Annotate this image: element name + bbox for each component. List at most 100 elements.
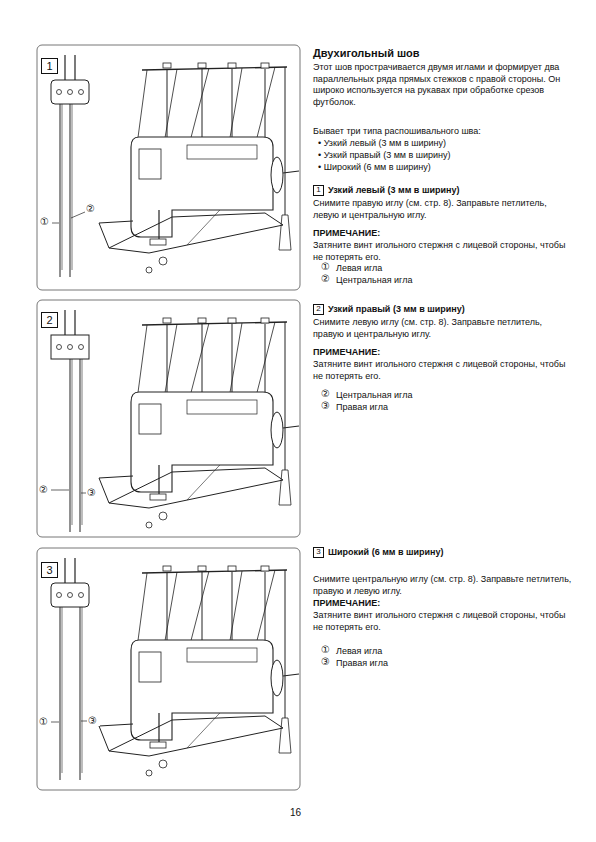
part-name: Правая игла [336, 402, 536, 414]
body-text: Бывает три типа распошивального шва: [313, 126, 575, 138]
part-name: Правая игла [336, 658, 536, 670]
line [64, 310, 65, 335]
callout-number: ① [40, 217, 52, 227]
line [158, 713, 159, 744]
line [70, 104, 71, 277]
front-cover [139, 652, 161, 682]
callout-number: ① [321, 645, 335, 655]
machine-figure [37, 300, 300, 537]
part-name: Центральная игла [336, 390, 536, 402]
thread-guide [163, 63, 171, 68]
line [74, 55, 75, 80]
section-heading: Узкий левый (3 мм в ширину) [328, 185, 568, 197]
panel-frame [37, 45, 300, 290]
line [265, 572, 266, 640]
line [80, 359, 81, 532]
page-title: Двухигольный шов [313, 46, 573, 60]
box-number: 2 [46, 314, 52, 326]
thread-guide [228, 566, 236, 571]
thread-cone [279, 215, 291, 250]
number-box: 1 [41, 58, 58, 74]
line [202, 572, 203, 640]
line [137, 325, 147, 400]
line [51, 722, 59, 723]
callout-number: ① [39, 717, 51, 727]
looper [146, 770, 152, 776]
machine-body [131, 137, 273, 237]
line [74, 310, 75, 335]
front-cover [139, 149, 161, 179]
line [52, 223, 59, 224]
needle-clamp [51, 335, 89, 359]
box-number: 1 [46, 60, 52, 72]
section-heading: Широкий (6 мм в ширину) [328, 547, 568, 559]
number-box: 2 [41, 312, 58, 328]
line [81, 493, 86, 494]
line [62, 104, 63, 270]
note-text: Затяните винт игольного стержня с лицево… [313, 610, 575, 633]
line [99, 478, 109, 503]
tension-panel [187, 145, 257, 159]
body-text: Снимите правую иглу (см. стр. 8). Заправ… [313, 198, 575, 221]
callout-number: ② [39, 485, 51, 495]
note-heading: ПРИМЕЧАНИЕ: [313, 598, 575, 610]
number-box: 2 [313, 304, 324, 315]
line [283, 674, 299, 676]
thread-cone [279, 718, 291, 753]
machine-bed [99, 213, 283, 253]
part-name: Левая игла [336, 646, 536, 658]
section-heading: Узкий правый (3 мм в ширину) [328, 304, 568, 316]
number-box: 3 [41, 562, 58, 578]
note-text: Затяните винт игольного стержня с лицево… [313, 240, 575, 263]
line [62, 607, 63, 773]
front-cover [139, 404, 161, 434]
line [72, 359, 73, 525]
box-number: 3 [46, 564, 52, 576]
tension-panel [187, 400, 257, 414]
box-number: 3 [316, 547, 320, 556]
thread-guide [163, 318, 171, 323]
clamp-screw [79, 90, 84, 95]
tension-panel [187, 648, 257, 662]
thread-guide [261, 63, 269, 68]
line [64, 558, 65, 583]
list-item: • Узкий левый (3 мм в ширину) [318, 138, 568, 150]
line [72, 104, 73, 270]
callout-number: ③ [87, 488, 99, 498]
clamp-screw [57, 90, 62, 95]
line [82, 607, 83, 773]
clamp-screw [57, 345, 62, 350]
machine-figure [37, 45, 300, 290]
body-text: Снимите левую иглу (см. стр. 8). Заправь… [313, 317, 575, 340]
line [71, 212, 85, 218]
line [64, 55, 65, 80]
callout-number: ③ [321, 401, 335, 411]
callout-number: ③ [321, 657, 335, 667]
thread-guide [198, 318, 206, 323]
machine-figure [37, 548, 300, 790]
panel-frame [37, 548, 300, 790]
line [80, 607, 81, 780]
line [99, 223, 109, 248]
handwheel [271, 660, 283, 696]
line [74, 558, 75, 583]
box-number: 2 [316, 304, 320, 313]
machine-body [131, 392, 273, 492]
looper [159, 512, 167, 520]
line [60, 104, 61, 277]
box-number: 1 [316, 185, 320, 194]
handwheel [271, 157, 283, 193]
thread-guide [261, 318, 269, 323]
callout-number: ③ [88, 716, 100, 726]
looper [146, 267, 152, 273]
line [81, 721, 87, 722]
clamp-screw [68, 345, 73, 350]
machine-bed [99, 716, 283, 756]
line [51, 490, 69, 491]
list-item: • Узкий правый (3 мм в ширину) [318, 150, 568, 162]
clamp-screw [79, 593, 84, 598]
clamp-screw [68, 593, 73, 598]
needle-clamp [51, 583, 89, 607]
note-heading: ПРИМЕЧАНИЕ: [313, 228, 575, 240]
line [283, 171, 299, 173]
